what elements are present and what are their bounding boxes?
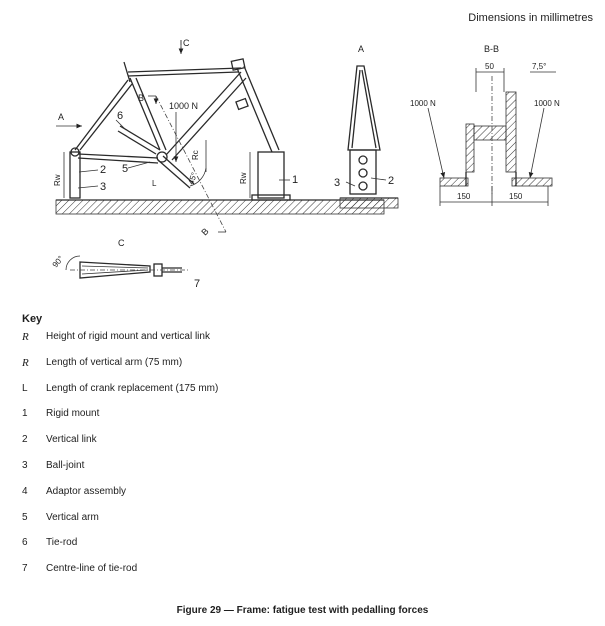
key-text: Rigid mount xyxy=(46,408,100,420)
callout-3: 3 xyxy=(100,181,106,193)
key-item: 6 Tie-rod xyxy=(22,537,218,563)
key-item: R Length of vertical arm (75 mm) xyxy=(22,357,218,383)
key-text: Height of rigid mount and vertical link xyxy=(46,331,210,342)
key-symbol: R xyxy=(22,331,29,343)
seat-tube xyxy=(129,77,161,151)
force-right-label: 1000 N xyxy=(534,99,560,108)
key-text: Length of vertical arm (75 mm) xyxy=(46,356,183,368)
key-list: R Height of rigid mount and vertical link… xyxy=(22,331,218,589)
arrow-a-label: A xyxy=(58,112,64,122)
top-tube xyxy=(127,67,242,73)
force-label: 1000 N xyxy=(169,101,198,111)
key-symbol: R xyxy=(22,356,29,369)
rw-right-label: Rw xyxy=(239,172,248,184)
key-item: 7 Centre-line of tie-rod xyxy=(22,563,218,589)
key-text: Centre-line of tie-rod xyxy=(46,563,138,575)
main-side-view xyxy=(55,40,385,233)
view-bb-title: B-B xyxy=(484,44,499,54)
angle-45-label: 45° xyxy=(186,171,199,185)
view-a xyxy=(339,65,399,209)
key-symbol: 7 xyxy=(22,563,28,575)
fork xyxy=(236,67,273,153)
callout-6: 6 xyxy=(117,110,123,122)
callout-7: 7 xyxy=(194,278,200,290)
vertical-link xyxy=(69,151,81,199)
view-c xyxy=(65,255,190,279)
l-label: L xyxy=(152,179,157,188)
key-item: 3 Ball-joint xyxy=(22,460,218,486)
force-left-label: 1000 N xyxy=(410,99,436,108)
key-item: 1 Rigid mount xyxy=(22,408,218,434)
key-text: Adaptor assembly xyxy=(46,485,127,497)
key-symbol: 2 xyxy=(22,434,28,446)
dim-150-right: 150 xyxy=(509,192,523,201)
dim-150-left: 150 xyxy=(457,192,471,201)
key-item: R Height of rigid mount and vertical link xyxy=(22,331,218,357)
tie-rod xyxy=(119,125,161,151)
key-text: Vertical arm xyxy=(46,511,99,523)
key-item: 4 Adaptor assembly xyxy=(22,486,218,512)
view-c-title: C xyxy=(118,238,125,248)
key-item: L Length of crank replacement (175 mm) xyxy=(22,383,218,409)
section-b-marker: B xyxy=(138,93,144,103)
key-text: Vertical link xyxy=(46,434,97,446)
dim-50: 50 xyxy=(485,62,494,71)
key-symbol: 1 xyxy=(22,408,28,420)
section-b-label: B xyxy=(199,226,210,237)
view-a-callout-2: 2 xyxy=(388,175,394,187)
key-text: Length of crank replacement (175 mm) xyxy=(46,382,219,394)
ground-base xyxy=(55,199,385,215)
callout-2: 2 xyxy=(100,164,106,176)
figure-drawing: C A B 1000 N Rc L 45° Rw Rw 2 3 1 6 5 B … xyxy=(51,38,560,290)
rc-label: Rc xyxy=(191,150,200,160)
seat-stay xyxy=(74,79,129,151)
view-a-callout-3: 3 xyxy=(334,177,340,189)
key-text: Tie-rod xyxy=(46,537,78,549)
key-symbol: 5 xyxy=(22,511,28,523)
down-tube xyxy=(165,71,242,156)
key-symbol: 3 xyxy=(22,459,28,471)
section-c-label: C xyxy=(183,38,190,48)
angle-90-label: 90° xyxy=(51,254,66,269)
dimensions-note: Dimensions in millimetres xyxy=(468,12,593,24)
key-item: 2 Vertical link xyxy=(22,434,218,460)
view-a-title: A xyxy=(358,44,364,54)
callout-1: 1 xyxy=(292,174,298,186)
chain-stay xyxy=(77,153,159,159)
callout-5: 5 xyxy=(122,163,128,175)
key-symbol: 4 xyxy=(22,485,28,497)
key-symbol: L xyxy=(22,382,28,394)
key-symbol: 6 xyxy=(22,537,28,549)
key-text: Ball-joint xyxy=(46,459,85,471)
crank-replacement xyxy=(157,159,191,189)
rw-left-label: Rw xyxy=(53,174,62,186)
figure-caption: Figure 29 — Frame: fatigue test with ped… xyxy=(176,605,429,616)
key-title: Key xyxy=(22,313,43,325)
key-item: 5 Vertical arm xyxy=(22,512,218,538)
rigid-mount xyxy=(257,151,285,199)
dim-7-5: 7,5° xyxy=(532,62,546,71)
view-bb xyxy=(427,68,556,206)
